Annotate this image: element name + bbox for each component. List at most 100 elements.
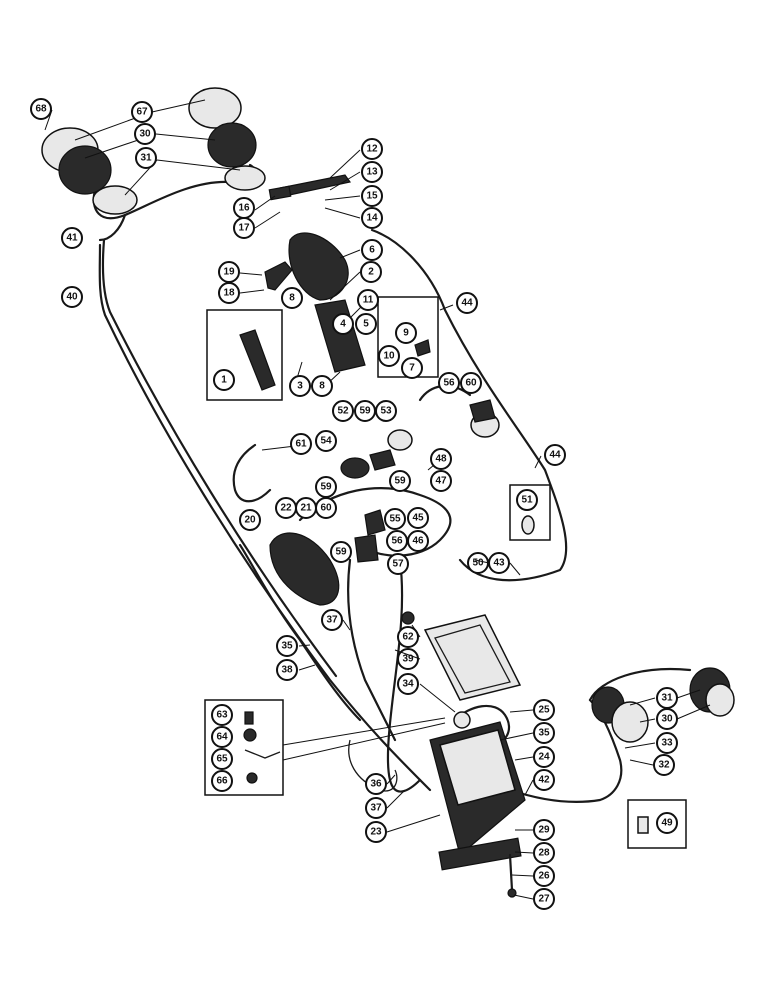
- svg-text:23: 23: [370, 827, 382, 838]
- callout: 5: [355, 313, 377, 335]
- starter-motor: [269, 532, 340, 606]
- callout: 2: [360, 261, 382, 283]
- callout: 32: [653, 754, 675, 776]
- callout: 8: [311, 375, 333, 397]
- svg-text:3: 3: [297, 381, 303, 392]
- svg-text:47: 47: [435, 476, 447, 487]
- radiator-core: [423, 614, 522, 701]
- svg-text:57: 57: [392, 559, 404, 570]
- svg-text:54: 54: [320, 436, 332, 447]
- callout: 10: [378, 345, 400, 367]
- distributor: [354, 509, 386, 563]
- callout: 31: [135, 147, 157, 169]
- svg-text:8: 8: [319, 381, 325, 392]
- callout: 12: [361, 138, 383, 160]
- callout: 21: [295, 497, 317, 519]
- callout-labels: 68 67 30 31 12 13 15 14 16 17 41 6 19 2 …: [30, 98, 678, 910]
- callout: 18: [218, 282, 240, 304]
- callout: 17: [233, 217, 255, 239]
- callout: 30: [656, 708, 678, 730]
- svg-text:36: 36: [370, 779, 382, 790]
- svg-text:17: 17: [238, 223, 250, 234]
- svg-text:51: 51: [521, 495, 533, 506]
- callout: 68: [30, 98, 52, 120]
- svg-text:4: 4: [340, 319, 346, 330]
- svg-text:64: 64: [216, 732, 228, 743]
- callout: 54: [315, 430, 337, 452]
- svg-text:52: 52: [337, 406, 349, 417]
- callout: 16: [233, 197, 255, 219]
- callout: 34: [397, 673, 419, 695]
- svg-text:59: 59: [359, 406, 371, 417]
- svg-text:59: 59: [335, 547, 347, 558]
- svg-text:29: 29: [538, 825, 550, 836]
- svg-text:28: 28: [538, 848, 550, 859]
- svg-text:33: 33: [661, 738, 673, 749]
- callout: 14: [361, 207, 383, 229]
- callout: 31: [656, 687, 678, 709]
- svg-text:26: 26: [538, 871, 550, 882]
- callout: 24: [533, 746, 555, 768]
- svg-text:49: 49: [661, 818, 673, 829]
- callout: 56: [438, 372, 460, 394]
- callout: 23: [365, 821, 387, 843]
- mounting-bracket: [264, 261, 293, 291]
- detail-box-bulb: [509, 484, 551, 541]
- callout: 44: [456, 292, 478, 314]
- svg-text:68: 68: [35, 104, 47, 115]
- callout: 49: [656, 812, 678, 834]
- callout: 41: [61, 227, 83, 249]
- headlight-switch-bar: [268, 174, 352, 201]
- detail-box-connector: [627, 799, 687, 849]
- callout: 4: [332, 313, 354, 335]
- svg-text:39: 39: [402, 654, 414, 665]
- svg-text:30: 30: [139, 129, 151, 140]
- svg-text:11: 11: [363, 295, 374, 306]
- svg-text:66: 66: [216, 776, 228, 787]
- callout: 64: [211, 726, 233, 748]
- callout: 33: [656, 732, 678, 754]
- callout: 61: [290, 433, 312, 455]
- svg-text:37: 37: [370, 803, 382, 814]
- callout: 20: [239, 509, 261, 531]
- svg-text:45: 45: [412, 513, 424, 524]
- svg-text:13: 13: [366, 167, 378, 178]
- callout: 37: [365, 797, 387, 819]
- callout: 22: [275, 497, 297, 519]
- svg-text:31: 31: [140, 153, 152, 164]
- svg-text:50: 50: [472, 558, 484, 569]
- svg-text:30: 30: [661, 714, 673, 725]
- svg-text:12: 12: [366, 144, 378, 155]
- svg-text:63: 63: [216, 710, 228, 721]
- callout: 43: [488, 552, 510, 574]
- svg-text:61: 61: [295, 439, 307, 450]
- svg-text:1: 1: [221, 375, 227, 386]
- svg-text:32: 32: [658, 760, 670, 771]
- callout: 28: [533, 842, 555, 864]
- svg-text:8: 8: [289, 293, 295, 304]
- svg-text:18: 18: [223, 288, 235, 299]
- callout: 19: [218, 261, 240, 283]
- callout: 48: [430, 448, 452, 470]
- callout: 51: [516, 489, 538, 511]
- svg-text:43: 43: [493, 558, 505, 569]
- svg-text:20: 20: [244, 515, 256, 526]
- svg-text:35: 35: [281, 641, 293, 652]
- svg-text:25: 25: [538, 705, 550, 716]
- callout: 11: [357, 289, 379, 311]
- callout: 35: [276, 635, 298, 657]
- callout: 38: [276, 659, 298, 681]
- svg-text:44: 44: [461, 298, 473, 309]
- ignition-coil-parts: [340, 429, 413, 479]
- svg-text:65: 65: [216, 754, 228, 765]
- callout: 13: [361, 161, 383, 183]
- callout: 55: [384, 508, 406, 530]
- leader-lines: [44, 99, 542, 471]
- svg-text:55: 55: [389, 514, 401, 525]
- svg-text:34: 34: [402, 679, 414, 690]
- callout: 27: [533, 888, 555, 910]
- callout: 60: [460, 372, 482, 394]
- callout: 39: [397, 648, 419, 670]
- callout: 1: [213, 369, 235, 391]
